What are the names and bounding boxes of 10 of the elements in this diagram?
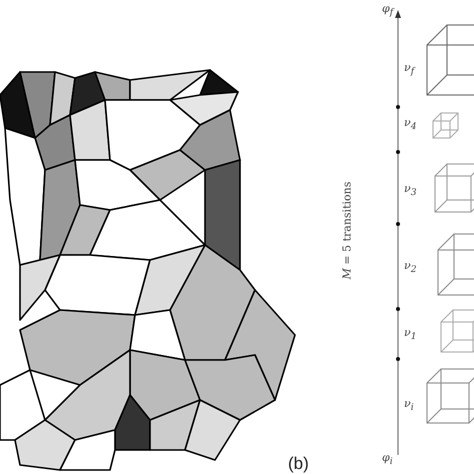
math-label: φ$_{f}$ [382, 3, 394, 18]
math-label: ν$_{i}$ [404, 398, 414, 412]
panel-label: (b) [288, 455, 309, 472]
math-label: ν$_{2}$ [404, 260, 417, 274]
math-label: ν$_{1}$ [404, 327, 417, 342]
math-label: ν$_{f}$ [404, 62, 414, 76]
math-label: ν$_{4}$ [404, 117, 417, 132]
math-label: ν$_{3}$ [404, 183, 417, 198]
axis-title: M = 5 transitions [341, 181, 352, 279]
math-label: φ$_{i}$ [382, 452, 393, 466]
